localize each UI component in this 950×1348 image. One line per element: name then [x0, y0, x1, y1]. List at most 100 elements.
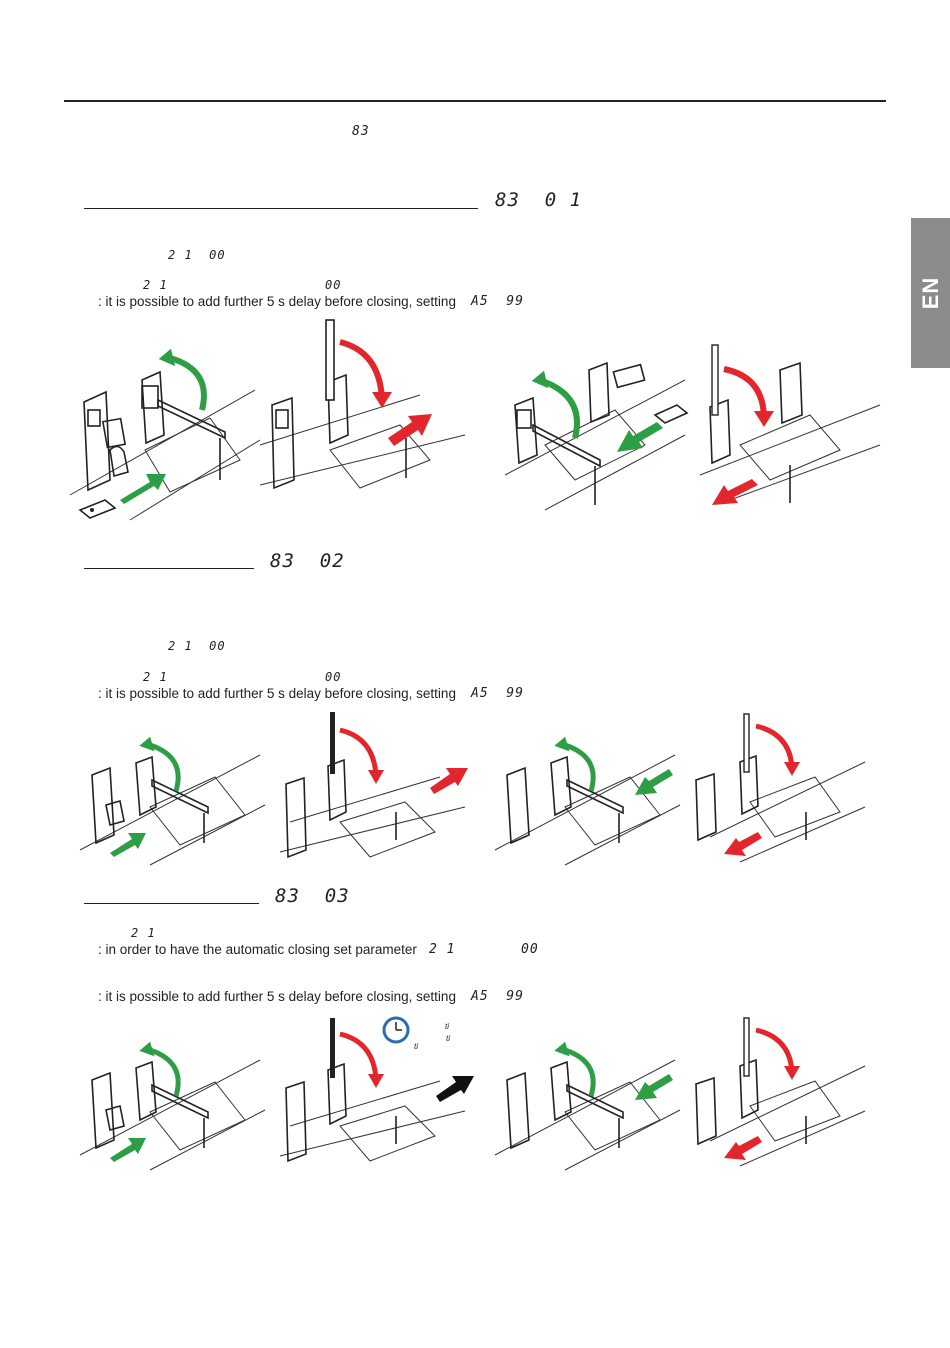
illustration-3-4-close-after-exit [695, 1017, 866, 1167]
boom-arm-vertical [743, 713, 750, 773]
barrier-cabinet [327, 758, 347, 822]
open-arrow-icon [543, 379, 580, 439]
open-arrow-icon [564, 742, 596, 792]
ticket-column [506, 1071, 530, 1150]
boom-arm-open [566, 1083, 624, 1120]
illustration-3-2-automatic-close [279, 1016, 474, 1163]
barrier-cabinet [739, 754, 759, 816]
close-arrow-icon [755, 1027, 795, 1073]
barrier-cabinet [709, 398, 731, 465]
language-tab-label: EN [917, 276, 943, 310]
section-3-note-2: : it is possible to add further 5 s dela… [98, 989, 456, 1004]
boom-arm-vertical [711, 344, 719, 416]
open-arrow-icon [169, 355, 207, 411]
close-arrow-head-icon [784, 1066, 800, 1080]
open-arrow-head-icon [139, 1041, 155, 1057]
section-2-param-a: 2 1 00 [168, 639, 226, 653]
exit-arrow-icon [617, 422, 663, 452]
illustration-2-4-close-after-exit [695, 713, 866, 863]
timer-label-3: ti [414, 1042, 418, 1051]
open-arrow-icon [149, 1047, 181, 1097]
ticket-column [779, 361, 803, 425]
entry-arrow-icon [110, 1138, 146, 1162]
boom-arm-open [157, 398, 226, 480]
exit-arrow-icon [724, 832, 762, 856]
illustration-1-3-open-on-exit [504, 361, 689, 511]
illustration-3-1-open-on-entry [79, 1041, 266, 1171]
hand-with-card [101, 417, 129, 478]
exit-arrow-icon [436, 1076, 474, 1102]
ticket-column [506, 766, 530, 845]
timer-label-2: ti [446, 1034, 450, 1043]
open-arrow-icon [564, 1047, 596, 1097]
barrier-cabinet [550, 755, 572, 817]
barrier-cabinet [141, 370, 165, 445]
section-1-rule [84, 208, 478, 209]
section-3-note-1-code: 2 1 [429, 942, 456, 957]
section-3-note-1: : in order to have the automatic closing… [98, 942, 417, 957]
entry-arrow-icon [110, 833, 146, 857]
illustration-2-3-open-on-exit [494, 736, 681, 866]
close-arrow-icon [339, 727, 379, 777]
barrier-cabinet [135, 755, 157, 817]
close-arrow-icon [755, 723, 795, 769]
section-1-param-b: 2 1 [143, 278, 168, 292]
close-arrow-icon [339, 339, 385, 401]
section-2-code: 83 02 [270, 550, 345, 572]
ticket-column [588, 361, 610, 424]
section-2-note: : it is possible to add further 5 s dela… [98, 686, 456, 701]
section-2-rule [84, 568, 254, 569]
ticket-column [83, 390, 111, 492]
illustration-3-3-open-on-exit [494, 1041, 681, 1171]
boom-arm-vertical [330, 1018, 335, 1078]
exit-arrow-icon [388, 414, 432, 446]
close-arrow-head-icon [784, 762, 800, 776]
language-tab: EN [911, 218, 950, 368]
boom-arm-open [532, 423, 601, 468]
ticket-column [91, 766, 115, 845]
remote-control [653, 404, 689, 424]
section-1-param-a: 2 1 00 [168, 248, 226, 262]
section-1-code: 83 0 1 [495, 189, 583, 211]
illustration-1-1-open-on-entry [69, 348, 261, 521]
close-arrow-head-icon [754, 411, 774, 427]
section-2-param-b: 2 1 [143, 670, 168, 684]
section-3-code: 83 03 [275, 885, 350, 907]
illustration-1-4-close-after-exit [699, 344, 881, 505]
barrier-cabinet [739, 1058, 759, 1120]
close-arrow-head-icon [368, 770, 384, 784]
ticket-column [91, 1071, 115, 1150]
boom-arm-vertical [325, 319, 335, 401]
ticket-column [271, 396, 295, 490]
hand-with-card [105, 1104, 125, 1132]
remote-control [78, 499, 117, 519]
ticket-column [285, 1080, 307, 1163]
barrier-cabinet [135, 1060, 157, 1122]
section-1-param-c: 00 [325, 278, 342, 292]
section-2-param-c: 00 [325, 670, 342, 684]
exit-arrow-icon [724, 1136, 762, 1160]
hand-with-card [612, 363, 646, 389]
exit-arrow-icon [712, 479, 758, 505]
close-arrow-icon [339, 1031, 379, 1081]
boom-arm-vertical [743, 1017, 750, 1077]
ticket-column [695, 1076, 717, 1146]
barrier-cabinet [327, 373, 349, 445]
barrier-cabinet [514, 396, 538, 465]
section-3-rule [84, 903, 259, 904]
section-3-note-2-code: A5 99 [471, 989, 524, 1004]
timer-icon [382, 1016, 410, 1044]
open-arrow-head-icon [531, 370, 549, 389]
timer-label-1: ti [445, 1022, 449, 1031]
boom-arm-open [151, 1083, 209, 1120]
close-arrow-head-icon [368, 1074, 384, 1088]
boom-arm-vertical [330, 712, 335, 774]
open-arrow-icon [149, 742, 181, 792]
barrier-cabinet [327, 1062, 347, 1126]
section-2-note-code: A5 99 [471, 686, 524, 701]
header-rule [64, 100, 886, 102]
hand-with-card [105, 799, 125, 827]
exit-arrow-icon [635, 769, 673, 795]
illustration-2-2-close-after-transit [279, 712, 468, 859]
